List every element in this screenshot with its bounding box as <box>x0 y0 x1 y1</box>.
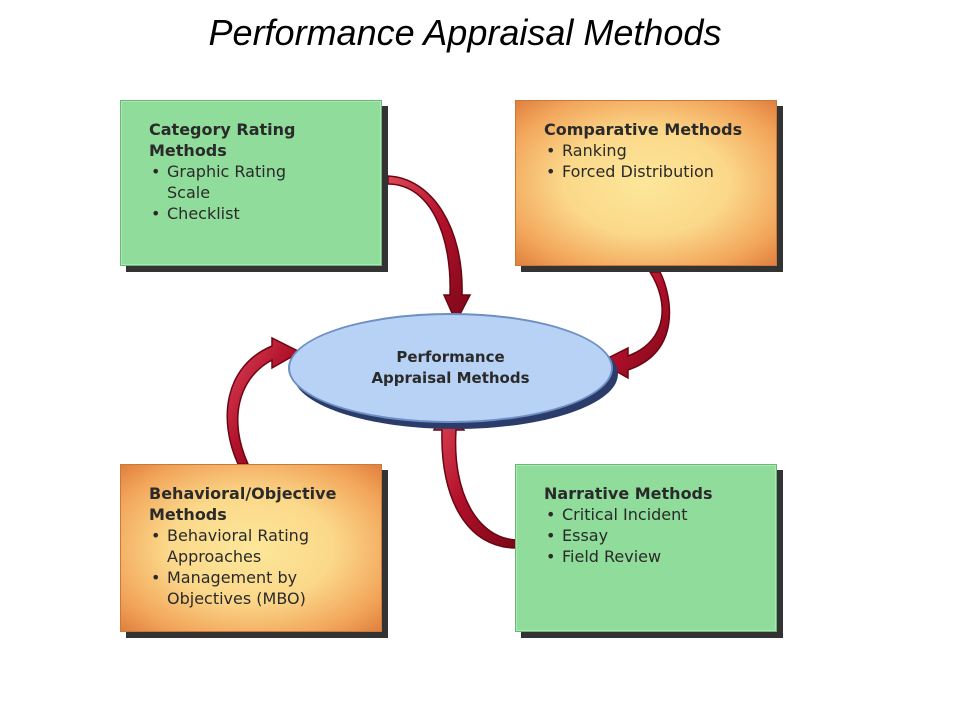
list-item: Ranking <box>544 140 760 161</box>
list-item: Critical Incident <box>544 504 760 525</box>
comparative-methods-box: Comparative Methods Ranking Forced Distr… <box>515 100 777 266</box>
category-rating-heading: Category Rating Methods <box>149 119 365 161</box>
narrative-list: Critical Incident Essay Field Review <box>544 504 760 567</box>
center-label-line2: Appraisal Methods <box>371 369 530 387</box>
comparative-list: Ranking Forced Distribution <box>544 140 760 182</box>
list-item: Behavioral Rating Approaches <box>149 525 339 567</box>
behavioral-heading-line1: Behavioral/Objective <box>149 484 337 503</box>
category-rating-list: Graphic Rating Scale Checklist <box>149 161 299 224</box>
comparative-heading: Comparative Methods <box>544 120 743 139</box>
center-ellipse: Performance Appraisal Methods <box>288 313 613 423</box>
arrow-comparative-to-center <box>598 271 671 380</box>
list-item: Essay <box>544 525 760 546</box>
narrative-heading: Narrative Methods <box>544 484 713 503</box>
category-heading-line1: Category Rating <box>149 120 296 139</box>
arrow-category-to-center <box>387 175 472 324</box>
behavioral-heading-line2: Methods <box>149 505 227 524</box>
list-item: Graphic Rating Scale <box>149 161 299 203</box>
page-title: Performance Appraisal Methods <box>208 12 722 53</box>
arrow-behavioral-to-center <box>226 336 302 465</box>
behavioral-objective-box: Behavioral/Objective Methods Behavioral … <box>120 464 382 632</box>
category-heading-line2: Methods <box>149 141 227 160</box>
list-item: Checklist <box>149 203 299 224</box>
behavioral-list: Behavioral Rating Approaches Management … <box>149 525 339 609</box>
arrow-narrative-to-center <box>432 402 517 549</box>
behavioral-heading: Behavioral/Objective Methods <box>149 483 365 525</box>
center-label-line1: Performance <box>396 348 505 366</box>
list-item: Forced Distribution <box>544 161 760 182</box>
list-item: Field Review <box>544 546 760 567</box>
narrative-methods-box: Narrative Methods Critical Incident Essa… <box>515 464 777 632</box>
category-rating-box: Category Rating Methods Graphic Rating S… <box>120 100 382 266</box>
list-item: Management by Objectives (MBO) <box>149 567 339 609</box>
